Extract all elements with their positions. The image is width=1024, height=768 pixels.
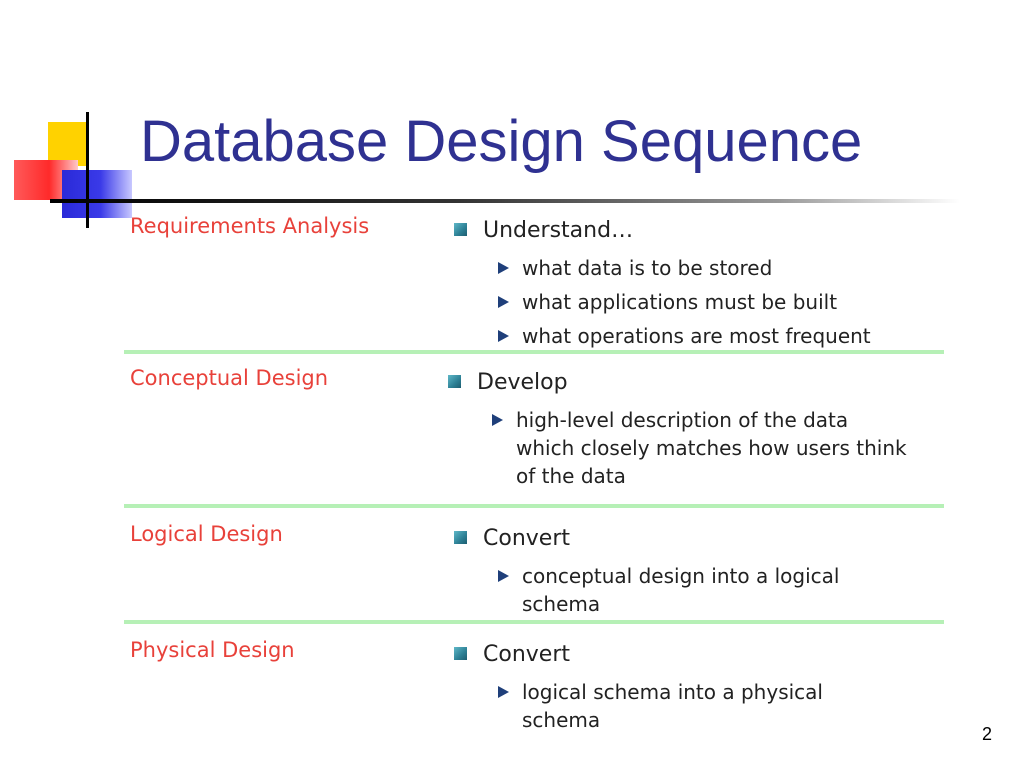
square-bullet-icon [448, 375, 461, 388]
square-bullet-icon [454, 531, 467, 544]
arrow-bullet-icon [498, 686, 509, 698]
logo-blue-square [62, 170, 132, 218]
slide-title: Database Design Sequence [140, 109, 863, 174]
arrow-bullet-icon [498, 262, 509, 274]
stage-action-label: Understand… [483, 218, 634, 243]
stage-details: conceptual design into a logical schema [498, 562, 908, 624]
square-bullet-icon [454, 223, 467, 236]
stage-action: Convert [454, 526, 570, 551]
detail-item: logical schema into a physical schema [498, 678, 898, 734]
detail-text: what data is to be stored [522, 256, 773, 280]
stage-action-label: Convert [483, 526, 570, 551]
stage-name: Conceptual Design [130, 366, 329, 390]
arrow-bullet-icon [498, 570, 509, 582]
square-bullet-icon [454, 647, 467, 660]
slide-logo [0, 0, 140, 240]
detail-text: high-level description of the data which… [516, 408, 907, 488]
detail-text: what operations are most frequent [522, 324, 871, 348]
stage-action: Understand… [454, 218, 633, 243]
detail-text: conceptual design into a logical schema [522, 564, 840, 616]
title-underline [50, 199, 960, 203]
arrow-bullet-icon [492, 414, 503, 426]
stage-details: what data is to be stored what applicati… [498, 254, 871, 356]
stage-action: Develop [448, 370, 568, 395]
stage-divider [124, 350, 944, 354]
stage-name: Logical Design [130, 522, 283, 546]
detail-item: high-level description of the data which… [492, 406, 912, 490]
stage-divider [124, 620, 944, 624]
stage-action: Convert [454, 642, 570, 667]
stage-name: Physical Design [130, 638, 295, 662]
detail-item: what data is to be stored [498, 254, 871, 282]
stage-name: Requirements Analysis [130, 214, 370, 238]
detail-text: logical schema into a physical schema [522, 680, 823, 732]
stage-details: high-level description of the data which… [492, 406, 912, 496]
logo-vertical-line [86, 112, 89, 228]
detail-item: conceptual design into a logical schema [498, 562, 908, 618]
stage-details: logical schema into a physical schema [498, 678, 898, 740]
logo-yellow-square [48, 122, 88, 166]
detail-item: what applications must be built [498, 288, 871, 316]
arrow-bullet-icon [498, 296, 509, 308]
page-number: 2 [981, 724, 992, 744]
stage-action-label: Develop [477, 370, 568, 395]
detail-text: what applications must be built [522, 290, 838, 314]
arrow-bullet-icon [498, 330, 509, 342]
stage-action-label: Convert [483, 642, 570, 667]
stage-divider [124, 504, 944, 508]
detail-item: what operations are most frequent [498, 322, 871, 350]
